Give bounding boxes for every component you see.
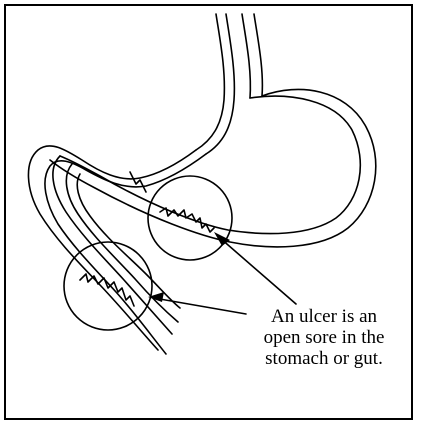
esophagus-outer-right — [254, 14, 262, 96]
ulcer-circle-stomach — [148, 176, 232, 260]
esophagus-outer-left — [196, 14, 224, 150]
ulcer-lesion-duodenum — [80, 274, 134, 306]
lesser-curvature-notch — [130, 172, 146, 192]
ulcer-caption: An ulcer is an open sore in the stomach … — [244, 306, 404, 369]
duodenum-line-3 — [77, 174, 180, 308]
esophagus-inner-left — [206, 14, 234, 154]
esophagus-inner-right — [242, 14, 250, 98]
caption-line-1: An ulcer is an — [244, 306, 404, 327]
arrow-line-duodenum — [154, 298, 246, 314]
caption-line-2: open sore in the — [244, 327, 404, 348]
caption-line-3: stomach or gut. — [244, 348, 404, 369]
arrow-line-stomach — [220, 238, 296, 304]
ulcer-lesion-stomach — [160, 208, 214, 232]
stomach-inner-wall — [60, 96, 360, 233]
